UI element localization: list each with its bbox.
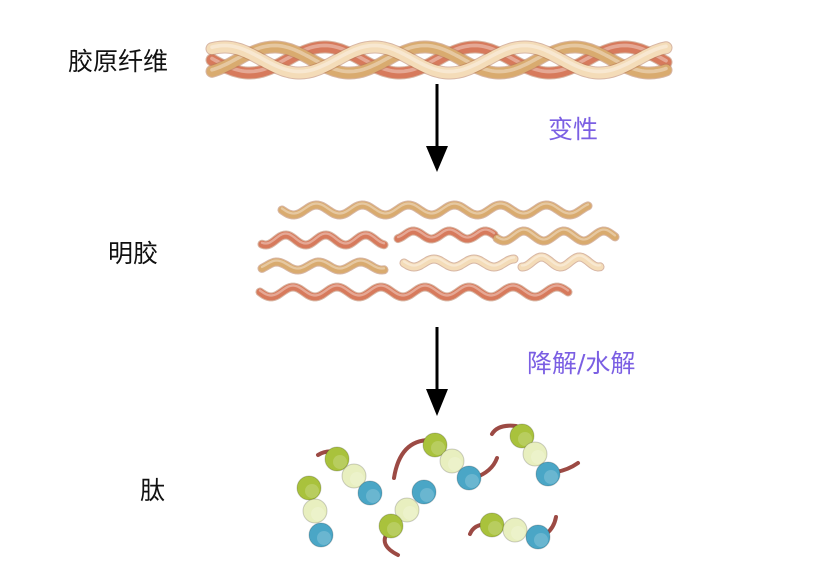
bead-highlight: [350, 472, 364, 486]
amino-acid-bead: [411, 479, 437, 505]
helix-strand-highlight: [210, 43, 668, 74]
helix-strand-highlight: [210, 43, 668, 74]
amino-acid-bead: [535, 461, 561, 487]
collagen-triple-helix: [205, 40, 673, 80]
helix-strand-highlight: [210, 43, 668, 74]
gelatin-strand: [256, 283, 572, 301]
gelatin-strand: [258, 231, 388, 249]
bead-highlight: [317, 531, 331, 545]
label-collagen-fiber: 胶原纤维: [68, 47, 169, 76]
gelatin-strand: [400, 255, 518, 271]
bead-highlight: [544, 470, 558, 484]
amino-acid-bead: [525, 524, 551, 550]
peptide-chain: [468, 512, 558, 550]
gelatin-strand-highlight: [520, 254, 602, 267]
amino-acid-bead: [308, 522, 334, 548]
bead-highlight: [305, 484, 319, 498]
peptide-fragments: [296, 423, 580, 557]
amino-acid-bead: [296, 475, 322, 501]
bead-highlight: [431, 441, 445, 455]
peptide-chain: [316, 446, 383, 506]
helix-strand: [206, 41, 672, 79]
amino-acid-bead: [479, 512, 505, 538]
bead-highlight: [511, 526, 525, 540]
peptide-chain: [490, 423, 580, 487]
gelatin-strand: [258, 258, 388, 274]
bead-highlight: [465, 474, 479, 488]
peptide-chain: [378, 479, 437, 557]
bead-highlight: [403, 506, 417, 520]
amino-acid-bead: [522, 441, 548, 467]
amino-acid-bead: [456, 465, 482, 491]
peptide-chain: [296, 475, 334, 548]
bead-highlight: [534, 533, 548, 547]
bead-highlight: [531, 450, 545, 464]
gelatin-strand: [394, 227, 498, 243]
peptide-chain: [392, 432, 499, 491]
gelatin-strand-highlight: [402, 256, 516, 267]
gelatin-strand-highlight: [260, 259, 386, 270]
peptide-tail: [490, 423, 518, 436]
gelatin-strand: [493, 227, 619, 245]
bead-highlight: [387, 522, 401, 536]
bead-highlight: [420, 488, 434, 502]
helix-strand: [206, 41, 672, 79]
bead-highlight: [518, 432, 532, 446]
step-denaturation: 变性: [548, 115, 599, 144]
bead-highlight: [311, 507, 325, 521]
amino-acid-bead: [422, 432, 448, 458]
bead-highlight: [366, 489, 380, 503]
amino-acid-bead: [378, 513, 404, 539]
gelatin-strands: [255, 200, 620, 302]
step-degradation-hydrolysis: 降解/水解: [527, 349, 636, 378]
amino-acid-bead: [502, 517, 528, 543]
amino-acid-bead: [394, 497, 420, 523]
amino-acid-bead: [302, 498, 328, 524]
arrow-head-icon: [426, 146, 448, 172]
bead-highlight: [333, 455, 347, 469]
gelatin-strand: [278, 201, 592, 219]
bead-highlight: [448, 457, 462, 471]
label-peptide: 肽: [140, 476, 166, 505]
amino-acid-bead: [439, 448, 465, 474]
bead-highlight: [488, 521, 502, 535]
amino-acid-bead: [357, 480, 383, 506]
gelatin-strand-highlight: [495, 228, 617, 241]
helix-strand: [206, 41, 672, 79]
gelatin-strand-highlight: [260, 232, 386, 245]
gelatin-strand-highlight: [280, 202, 590, 215]
gelatin-strand: [518, 253, 604, 271]
amino-acid-bead: [509, 423, 535, 449]
amino-acid-bead: [341, 463, 367, 489]
gelatin-strand-highlight: [396, 228, 496, 239]
process-arrows: [426, 84, 448, 416]
gelatin-strand-highlight: [258, 284, 570, 297]
amino-acid-bead: [324, 446, 350, 472]
label-gelatin: 明胶: [108, 239, 159, 268]
arrow-head-icon: [426, 389, 448, 416]
